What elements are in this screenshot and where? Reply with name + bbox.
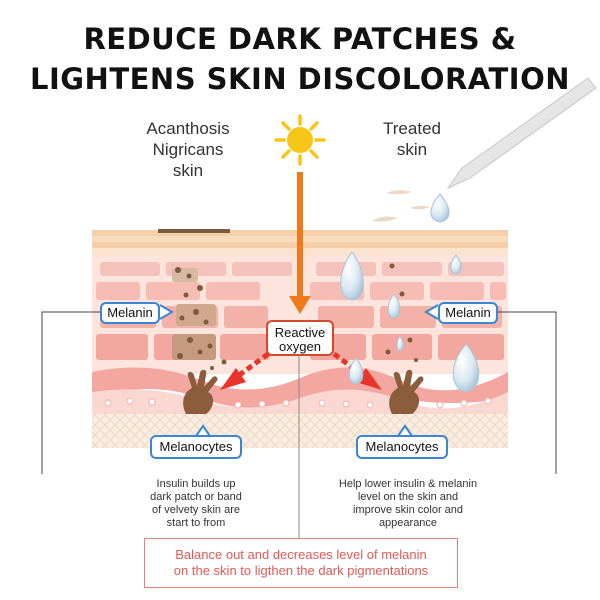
summary-banner: Balance out and decreases level of melan…: [144, 538, 458, 588]
right-description-line: level on the skin and: [357, 491, 459, 503]
side-brackets: [41, 311, 557, 474]
surface-dark-patch: [158, 229, 230, 233]
headline-line-2: LIGHTENS SKIN DISCOLORATION: [29, 62, 570, 96]
uv-ray-arrow: [289, 172, 311, 314]
right-caption-line: skin: [396, 140, 428, 159]
left-description: Insulin builds up dark patch or band of …: [126, 478, 266, 530]
melanin-label-left: Melanin: [100, 302, 160, 324]
summary-banner-line: Balance out and decreases level of melan…: [175, 547, 427, 562]
left-caption-line: Acanthosis: [146, 119, 230, 138]
reactive-oxygen-arrow-left: [220, 351, 270, 390]
headline-line-1: REDUCE DARK PATCHES &: [83, 22, 517, 56]
melanin-granules-left: [175, 267, 227, 370]
right-description-line: Help lower insulin & melanin: [338, 478, 478, 490]
reactive-oxygen-line: oxygen: [279, 339, 321, 354]
melanocyte-left: [183, 369, 218, 414]
skin-flakes: [372, 190, 430, 222]
left-description-line: Insulin builds up: [156, 478, 236, 490]
right-description-line: improve skin color and: [352, 504, 464, 516]
right-description: Help lower insulin & melanin level on th…: [318, 478, 498, 530]
summary-banner-line: on the skin to ligthen the dark pigmenta…: [173, 563, 429, 578]
right-caption-line: Treated: [383, 119, 441, 138]
left-description-line: dark patch or band: [150, 491, 242, 503]
dropper-pipette: [446, 77, 597, 190]
melanocytes-label-right: Melanocytes: [356, 435, 448, 459]
left-caption-line: skin: [172, 161, 204, 180]
left-description-line: start to from: [166, 517, 226, 529]
reactive-oxygen-line: Reactive: [274, 325, 326, 340]
melanocyte-right: [389, 369, 424, 414]
melanocytes-label-left: Melanocytes: [150, 435, 242, 459]
callout-pointers: [159, 304, 439, 437]
left-skin-caption: Acanthosis Nigricans skin: [118, 118, 258, 181]
left-description-line: of velvety skin are: [151, 504, 241, 516]
serum-drops: [340, 193, 480, 393]
melanin-label-right: Melanin: [438, 302, 498, 324]
left-caption-line: Nigricans: [152, 140, 224, 159]
right-skin-caption: Treated skin: [362, 118, 462, 160]
reactive-oxygen-label: Reactive oxygen: [266, 320, 334, 356]
sun-icon: [274, 114, 326, 166]
right-description-line: appearance: [378, 517, 438, 529]
basal-layer: [92, 367, 508, 414]
